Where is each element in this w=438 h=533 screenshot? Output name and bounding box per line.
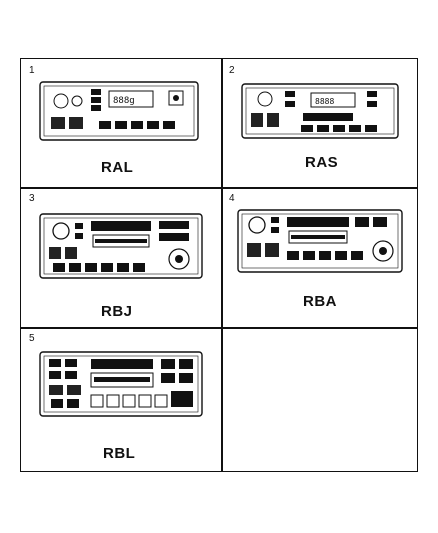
radio-rba-illustration <box>237 209 403 273</box>
panel-number: 3 <box>29 193 35 204</box>
panel-number: 1 <box>29 65 35 76</box>
radio-code-label: RBJ <box>101 303 133 320</box>
radio-rbl-illustration <box>39 351 203 417</box>
grid-divider-2 <box>21 327 417 329</box>
panel-number: 2 <box>229 65 235 76</box>
panel-2: 2 8888 RAS <box>221 59 419 187</box>
panel-number: 4 <box>229 193 235 204</box>
svg-text:8888: 8888 <box>315 97 334 106</box>
radio-ral-illustration: 888g <box>39 81 199 141</box>
panel-5: 5 RBL <box>21 327 221 473</box>
radio-code-label: RAS <box>305 154 339 171</box>
radio-grid: 1 888g RAL 2 <box>20 58 418 472</box>
panel-empty <box>221 327 419 473</box>
svg-text:888g: 888g <box>113 96 135 106</box>
radio-code-label: RBA <box>303 293 337 310</box>
radio-ras-illustration: 8888 <box>241 83 399 139</box>
grid-vertical-divider <box>221 59 223 471</box>
grid-divider-1 <box>21 187 417 189</box>
radio-code-label: RBL <box>103 445 136 462</box>
radio-code-label: RAL <box>101 159 134 176</box>
panel-number: 5 <box>29 333 35 344</box>
panel-1: 1 888g RAL <box>21 59 221 187</box>
panel-4: 4 RBA <box>221 187 419 327</box>
panel-3: 3 RBJ <box>21 187 221 327</box>
radio-rbj-illustration <box>39 213 203 279</box>
